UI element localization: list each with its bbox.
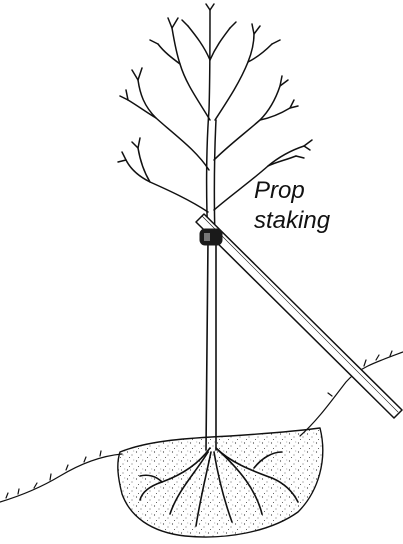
tree-trunk <box>206 240 216 450</box>
caption: Prop staking <box>254 176 330 236</box>
caption-line-2: staking <box>254 206 330 236</box>
stake-tie <box>200 229 222 245</box>
prop-stake <box>196 214 402 418</box>
caption-line-1: Prop <box>254 176 330 206</box>
